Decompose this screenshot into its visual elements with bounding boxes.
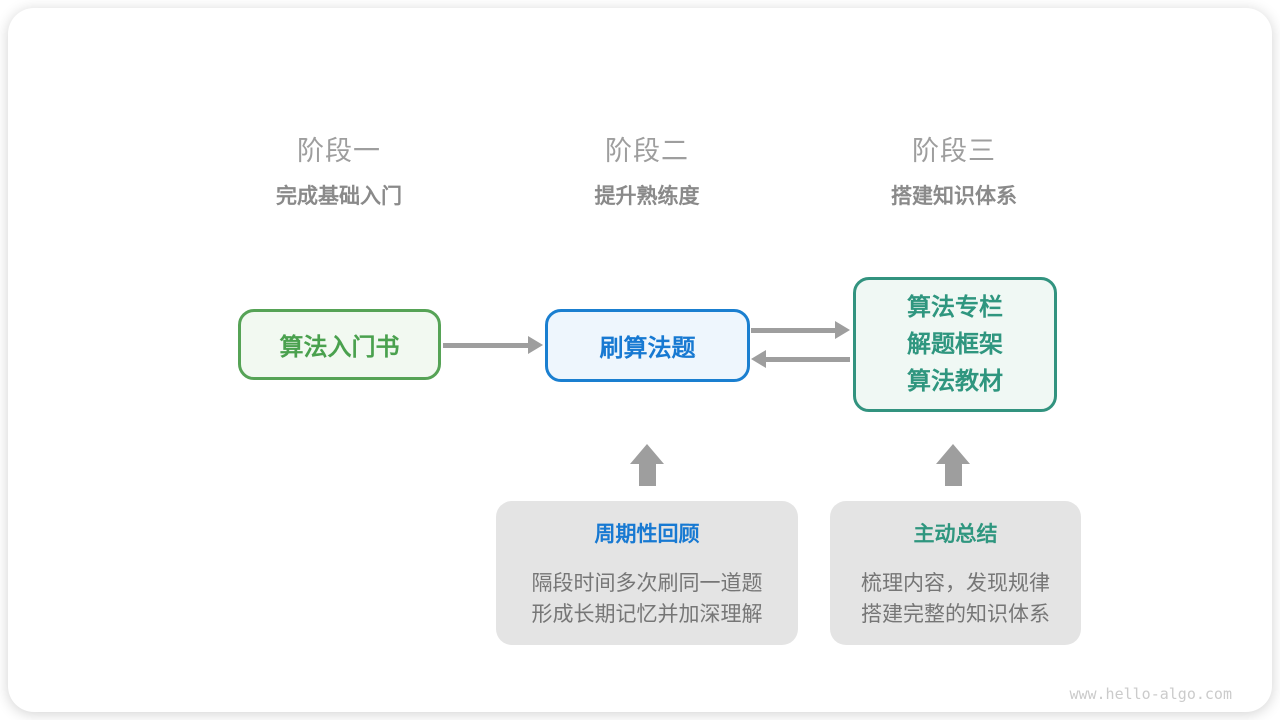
arrow-line [764,356,850,362]
stage-2-subtitle: 提升熟练度 [594,185,700,208]
stage-header-2: 阶段二 提升熟练度 [497,135,797,210]
note-periodic-review: 周期性回顾 隔段时间多次刷同一道题 形成长期记忆并加深理解 [496,501,798,645]
arrow-up-stem [944,464,962,486]
note-periodic-review-body: 隔段时间多次刷同一道题 形成长期记忆并加深理解 [496,568,798,630]
watermark: www.hello-algo.com [1069,685,1232,703]
node-practice: 刷算法题 [545,309,750,382]
node-resources-line-2: 解题框架 [907,331,1003,358]
note-active-summary-title: 主动总结 [913,523,998,546]
arrow-up-stem [638,464,656,486]
node-practice-label: 刷算法题 [599,335,696,362]
node-intro-book-label: 算法入门书 [279,334,400,361]
arrow-intro-to-practice [443,336,543,354]
arrow-up-head [936,444,970,464]
stage-2-title: 阶段二 [605,136,689,166]
node-resources: 算法专栏 解题框架 算法教材 [853,277,1057,412]
arrow-right-icon [528,336,543,354]
stage-header-3: 阶段三 搭建知识体系 [804,135,1104,210]
arrow-up-summarize-icon [936,444,970,486]
stage-1-subtitle: 完成基础入门 [276,185,402,208]
arrow-line [751,327,837,333]
diagram-card: 阶段一 完成基础入门 阶段二 提升熟练度 阶段三 搭建知识体系 算法入门书 刷算… [8,8,1272,712]
arrow-practice-to-resources [751,321,850,339]
arrow-right-icon [835,321,850,339]
node-resources-line-1: 算法专栏 [907,294,1003,321]
stage-3-title: 阶段三 [912,136,996,166]
arrow-resources-to-practice [751,350,850,368]
stage-header-1: 阶段一 完成基础入门 [189,135,489,210]
arrow-up-review-icon [630,444,664,486]
arrow-line [443,342,530,348]
note-body-line-1: 隔段时间多次刷同一道题 [531,572,763,595]
stage-1-title: 阶段一 [297,136,381,166]
node-intro-book: 算法入门书 [238,309,441,380]
note-body-line-2: 形成长期记忆并加深理解 [531,603,763,626]
note-active-summary: 主动总结 梳理内容，发现规律 搭建完整的知识体系 [830,501,1081,645]
note-body-line-1: 梳理内容，发现规律 [861,572,1050,595]
arrow-left-icon [751,350,766,368]
note-body-line-2: 搭建完整的知识体系 [861,603,1050,626]
stage-3-subtitle: 搭建知识体系 [891,185,1017,208]
arrow-up-head [630,444,664,464]
note-periodic-review-title: 周期性回顾 [594,523,700,546]
note-active-summary-body: 梳理内容，发现规律 搭建完整的知识体系 [830,568,1081,630]
node-resources-line-3: 算法教材 [907,368,1003,395]
